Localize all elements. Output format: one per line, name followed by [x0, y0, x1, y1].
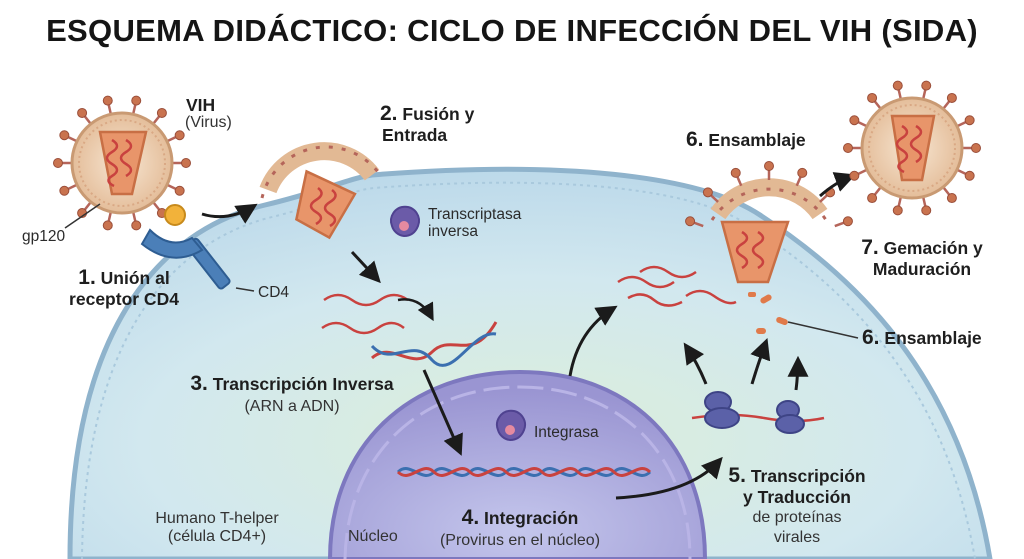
gp120-spike-head: [53, 158, 63, 168]
step-6-label-top: 6. Ensamblaje: [686, 128, 806, 151]
gp120-spike-head: [849, 170, 860, 181]
virus-name-label: VIH: [186, 95, 216, 115]
arrow-protein-2: [750, 338, 771, 385]
step-7-label: 7. Gemación y Maduración: [861, 236, 983, 279]
gp120-pointer: [64, 203, 101, 229]
gp120-spike-head: [131, 95, 142, 106]
viral-rna-strands: [321, 293, 409, 335]
gp120-spike-head: [730, 167, 741, 178]
arrow-binding-to-fusion: [201, 203, 258, 224]
gp120-spike-head: [59, 130, 70, 141]
gp120-spike-head: [964, 115, 975, 126]
assembly-pointer: [787, 321, 859, 339]
gp120-spike-head: [797, 167, 808, 178]
gp120-spike-head: [77, 107, 88, 118]
hiv-virion-mature: [843, 80, 981, 216]
gp120-spike-head: [102, 220, 113, 231]
nucleus-label: Núcleo: [348, 528, 398, 545]
viral-dna-helix: [370, 321, 498, 367]
gp120-spike-head: [971, 143, 981, 153]
gp120-spike-head: [849, 115, 860, 126]
arrow-protein-1: [683, 342, 708, 385]
gp120-spike-head: [892, 205, 903, 216]
gp120-label: gp120: [22, 228, 66, 245]
gp120-spike-head: [946, 193, 957, 204]
cd4-receptor: [140, 204, 255, 292]
arrow-provirus-to-translation: [615, 456, 723, 500]
step-2-label: 2. Fusión y Entrada: [380, 102, 475, 145]
step-3-label: 3. Transcripción Inversa (ARN a ADN): [190, 372, 394, 415]
gp120-spike-head: [685, 216, 696, 227]
gp120-spike-head: [946, 92, 957, 103]
gp120-spike-head: [764, 161, 774, 171]
hiv-virion-free: [53, 95, 191, 231]
integrase-enzyme: [496, 409, 526, 442]
step-4-label: 4. Integración (Provirus en el núcleo): [439, 506, 601, 549]
cd4-label: CD4: [258, 284, 290, 301]
spike-ring: [843, 80, 981, 216]
arrow-entry-to-rt: [350, 250, 381, 284]
gp120-spike-head: [131, 220, 142, 231]
gp120-spike-head: [156, 107, 167, 118]
host-cell-label: Humano T-helper(célula CD4+): [155, 510, 279, 545]
gp120-spike-head: [181, 158, 191, 168]
virus-sub-label: (Virus): [185, 114, 232, 131]
arrow-budding-to-mature: [819, 172, 856, 198]
gp120-spike-head: [174, 130, 185, 141]
gp120-spike-head: [59, 185, 70, 196]
gp120-spike-head: [843, 143, 853, 153]
gp120-spike-head: [102, 95, 113, 106]
budding-spikes: [685, 161, 853, 228]
viral-mrna-strands: [617, 265, 737, 307]
viral-protein-fragments: [748, 292, 788, 334]
integrase-label: Integrasa: [534, 424, 599, 441]
step-5-label: 5. Transcripción y Traducción de proteín…: [728, 464, 866, 547]
arrow-rna-to-dna: [397, 298, 434, 322]
arrow-nucleus-to-mrna: [568, 305, 618, 377]
gp120-spike-head: [842, 216, 853, 227]
gp120-spike-head: [174, 185, 185, 196]
ribosomes: [691, 391, 825, 434]
gp120-spike-head: [892, 80, 903, 91]
gp120-spike-head: [964, 170, 975, 181]
reverse-transcriptase-enzyme: [390, 205, 420, 238]
step-6-label-right: 6. Ensamblaje: [862, 326, 982, 349]
gp120-spike-head: [921, 80, 932, 91]
page-title: ESQUEMA DIDÁCTICO: CICLO DE INFECCIÓN DE…: [46, 13, 978, 48]
arrow-rt-to-integration: [422, 369, 463, 456]
hiv-virion-fusing: [259, 142, 380, 240]
nucleus: [327, 369, 708, 559]
hiv-virion-budding: [710, 178, 828, 284]
gp120-spike-head: [702, 187, 713, 198]
gp120-spike-head: [921, 205, 932, 216]
provirus-dna: [396, 467, 652, 477]
arrow-protein-3: [787, 355, 809, 391]
step-1-label: 1. Unión al receptor CD4: [69, 266, 179, 309]
gp120-spike-head: [867, 92, 878, 103]
gp120-spike-head: [867, 193, 878, 204]
